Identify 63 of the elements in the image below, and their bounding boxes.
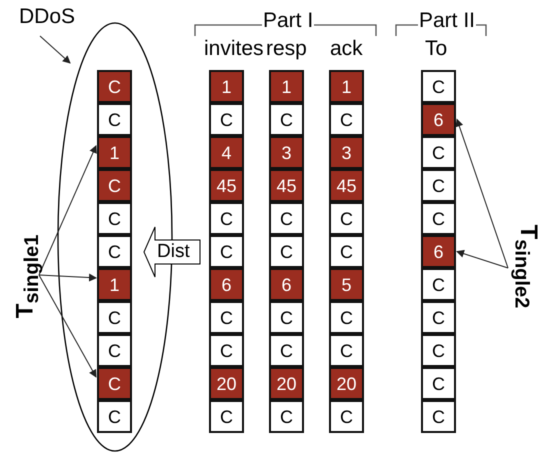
packet-cell: C xyxy=(269,202,304,235)
packet-cell: C xyxy=(209,400,244,433)
packet-cell: 3 xyxy=(329,136,364,169)
packet-cell: 1 xyxy=(97,136,132,169)
packet-cell: C xyxy=(421,136,456,169)
packet-cell: C xyxy=(421,367,456,400)
packet-cell: C xyxy=(97,367,132,400)
packet-cell: C xyxy=(329,202,364,235)
packet-cell: C xyxy=(209,235,244,268)
packet-cell: 6 xyxy=(209,268,244,301)
packet-cell: 20 xyxy=(329,367,364,400)
packet-cell: C xyxy=(329,334,364,367)
packet-cell: 5 xyxy=(329,268,364,301)
packet-cell: C xyxy=(97,235,132,268)
packet-cell: C xyxy=(269,301,304,334)
packet-cell: C xyxy=(209,202,244,235)
packet-cell: C xyxy=(97,301,132,334)
packet-cell: 1 xyxy=(329,70,364,103)
packet-cell: C xyxy=(209,334,244,367)
arrow xyxy=(456,118,508,268)
packet-cell: 6 xyxy=(421,103,456,136)
packet-cell: 45 xyxy=(329,169,364,202)
packet-cell: 45 xyxy=(209,169,244,202)
packet-cell: C xyxy=(97,70,132,103)
packet-cell: 45 xyxy=(269,169,304,202)
packet-cell: C xyxy=(269,235,304,268)
packet-cell: C xyxy=(329,103,364,136)
arrow xyxy=(38,274,97,282)
packet-cell: C xyxy=(329,400,364,433)
packet-cell: 1 xyxy=(209,70,244,103)
packet-cell: C xyxy=(269,400,304,433)
packet-cell: 20 xyxy=(269,367,304,400)
packet-cell: C xyxy=(97,400,132,433)
packet-cell: C xyxy=(421,70,456,103)
packet-cell: 1 xyxy=(269,70,304,103)
packet-cell: C xyxy=(421,334,456,367)
arrow xyxy=(456,250,508,268)
packet-cell: C xyxy=(269,334,304,367)
arrow-label: Dist xyxy=(157,242,190,261)
packet-cell: C xyxy=(329,235,364,268)
packet-cell: C xyxy=(421,268,456,301)
packet-cell: C xyxy=(97,202,132,235)
packet-cell: C xyxy=(97,334,132,367)
packet-cell: C xyxy=(421,301,456,334)
packet-cell: 6 xyxy=(421,235,456,268)
arrow xyxy=(40,36,71,64)
packet-cell: 20 xyxy=(209,367,244,400)
packet-cell: 6 xyxy=(269,268,304,301)
packet-cell: C xyxy=(209,103,244,136)
packet-cell: C xyxy=(97,103,132,136)
packet-cell: 3 xyxy=(269,136,304,169)
attack-label: DDoS xyxy=(19,6,76,27)
packet-cell: C xyxy=(269,103,304,136)
packet-cell: C xyxy=(421,169,456,202)
arrow xyxy=(38,144,97,276)
packet-cell: C xyxy=(329,301,364,334)
packet-cell: C xyxy=(421,400,456,433)
packet-cell: 4 xyxy=(209,136,244,169)
arrow xyxy=(38,274,96,378)
packet-cell: 1 xyxy=(97,268,132,301)
packet-cell: C xyxy=(421,202,456,235)
packet-cell: C xyxy=(209,301,244,334)
packet-cell: C xyxy=(97,169,132,202)
